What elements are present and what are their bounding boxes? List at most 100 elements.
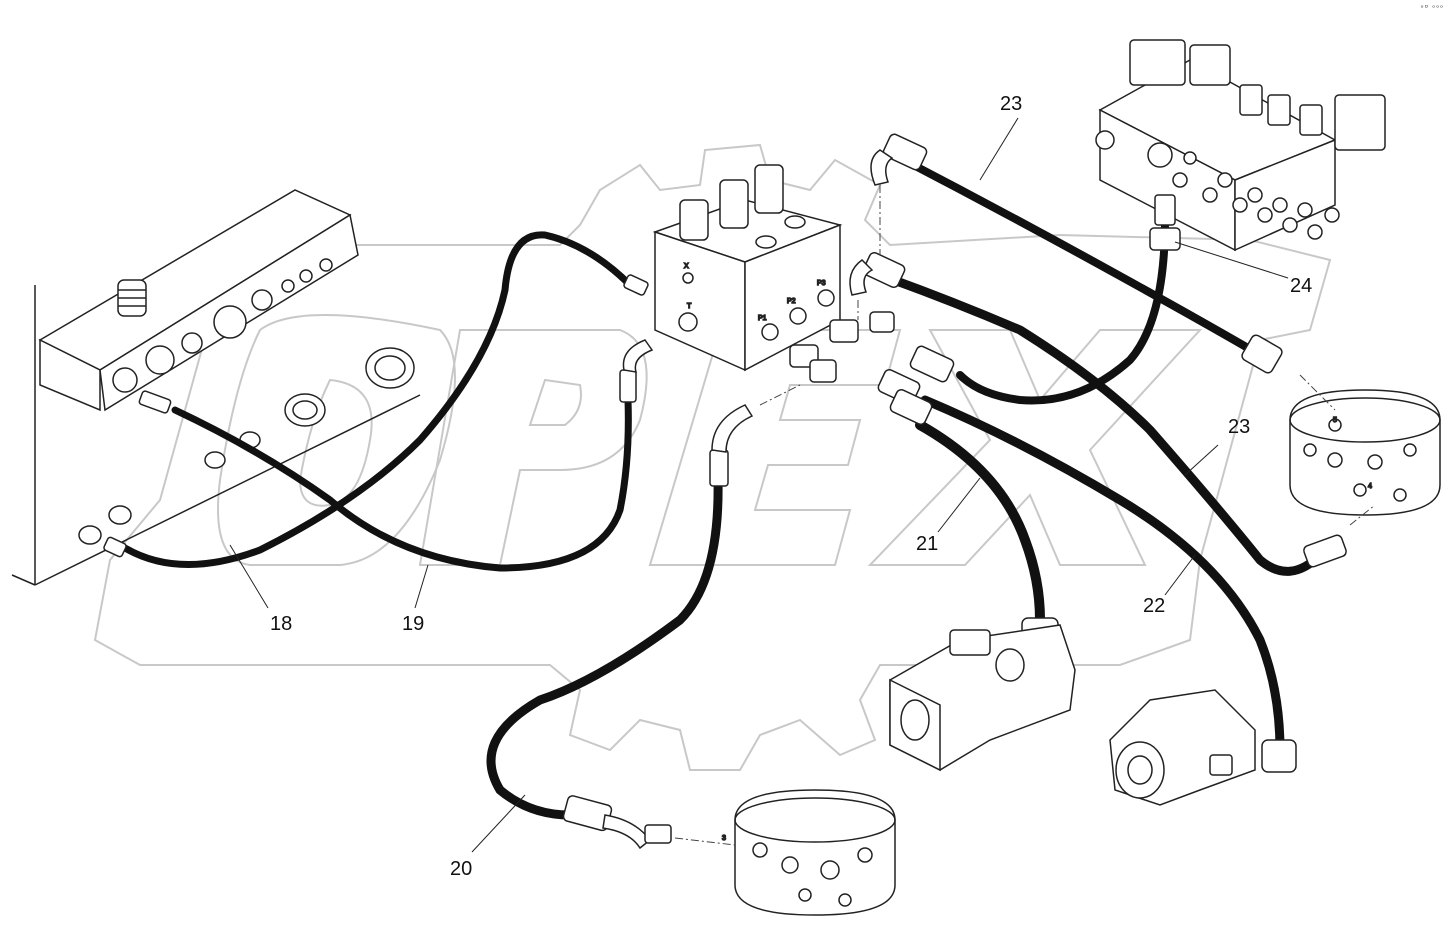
control-port-9 [1272,197,1288,213]
port-label-x: X [684,263,689,270]
ring-45-hole [1327,452,1343,468]
central-valve-block: P1 P2 P3 T X [652,164,843,372]
panel-port-3 [204,451,226,469]
panel-port-1 [78,525,102,545]
fitting-24-top [1154,194,1176,226]
valve-knob-3 [1299,104,1323,136]
control-side-plug [1095,130,1115,150]
ring-5-label: 5 [1333,417,1337,424]
hose-24 [956,216,1169,405]
ring-45-hole [1403,443,1417,457]
panel-port-6 [365,347,415,389]
manifold-port-3 [181,332,203,354]
hose-21 [915,420,1045,625]
ring-3-rim [734,797,896,843]
panel-port-5 [284,393,326,427]
fitting-20-nut [644,824,672,844]
hose-20 [486,475,723,820]
fitting-18-left [103,536,127,558]
control-port-8 [1247,187,1263,203]
centerline-20-valve [759,384,801,406]
manifold-port-1 [112,367,138,393]
motor-large [889,624,1076,772]
ring-3-label: 3 [722,835,726,842]
ring-3-hole [820,860,840,880]
valve-cartridge-1 [679,199,709,241]
manifold-port-7 [299,269,313,283]
valve-port-p2 [789,307,807,325]
leader-20 [471,794,526,853]
fitting-19-right [619,369,637,403]
callout-23-right: 23 [1228,416,1250,438]
tee-fitting-4 [809,359,837,383]
leader-23-right [1184,444,1219,476]
left-manifold [38,189,359,412]
hose-19 [171,396,632,572]
panel-port-5-inner [292,400,318,420]
elbow-23-long [849,259,874,296]
control-port-4 [1257,207,1273,223]
solenoid-1 [1129,39,1186,86]
control-port-12 [1183,151,1197,165]
ring-45-band [1289,389,1441,516]
valve-cartridge-3 [754,164,784,214]
control-port-5 [1282,217,1298,233]
motor-small-port [1209,754,1233,776]
leader-18 [229,544,269,609]
valve-port-p3 [817,289,835,307]
solenoid-3 [1334,94,1386,151]
ring-45-hole [1367,454,1383,470]
leader-24 [1174,241,1289,279]
fitting-22-start [909,345,955,383]
ring-45-rim [1289,397,1441,443]
callouts: 18 19 20 21 22 23 23 24 [270,93,1312,880]
valve-cartridge-2 [719,179,749,229]
fitting-18-right [623,274,649,296]
motor-large-shaft [900,699,930,741]
valve-knob-2 [1267,94,1291,126]
motor-small [1109,689,1256,806]
panel-port-6-inner [374,355,406,381]
fitting-19-left [138,390,172,414]
ring-3-hole [798,888,812,902]
ring-3-hole [781,856,799,874]
port-label-p2: P2 [787,298,796,305]
motor-small-shaft [1127,755,1153,785]
watermark-gear [93,143,1332,771]
port-label-t: T [687,303,692,310]
motor-large-port [995,648,1025,682]
manifold-port-6 [281,279,295,293]
elbow-23-top [870,149,894,186]
callout-21: 21 [916,533,938,555]
panel-port-2 [108,505,132,525]
fitting-23-top-start [882,133,928,171]
control-port-main [1147,142,1173,168]
fitting-23-top-end [1241,334,1283,374]
hose-18 [121,231,634,568]
control-port-7 [1217,172,1233,188]
valve-plug-1 [755,235,777,249]
control-port-10 [1297,202,1313,218]
callout-24: 24 [1290,275,1312,297]
motor-large-cap [949,629,991,656]
hose-23-long [875,270,1325,576]
ring-45-hole [1393,488,1407,502]
tee-fitting-1 [829,319,859,343]
manifold-port-4 [213,305,247,339]
ring-3-band [734,789,896,916]
valve-port-x [682,272,694,284]
leader-lines [229,117,1289,853]
control-manifold-side [1234,138,1336,252]
solenoid-2 [1189,44,1231,86]
tee-fitting-2 [869,311,895,333]
ring-45-hole [1328,418,1342,432]
leader-23-top [979,117,1019,181]
callout-18: 18 [270,613,292,635]
ring-45-hole [1353,483,1367,497]
ring-45: 5 4 [1289,389,1441,516]
manifold-port-5 [251,289,273,311]
ring-3-hole [857,847,873,863]
left-panel [11,285,421,586]
manifold-front [39,338,101,412]
